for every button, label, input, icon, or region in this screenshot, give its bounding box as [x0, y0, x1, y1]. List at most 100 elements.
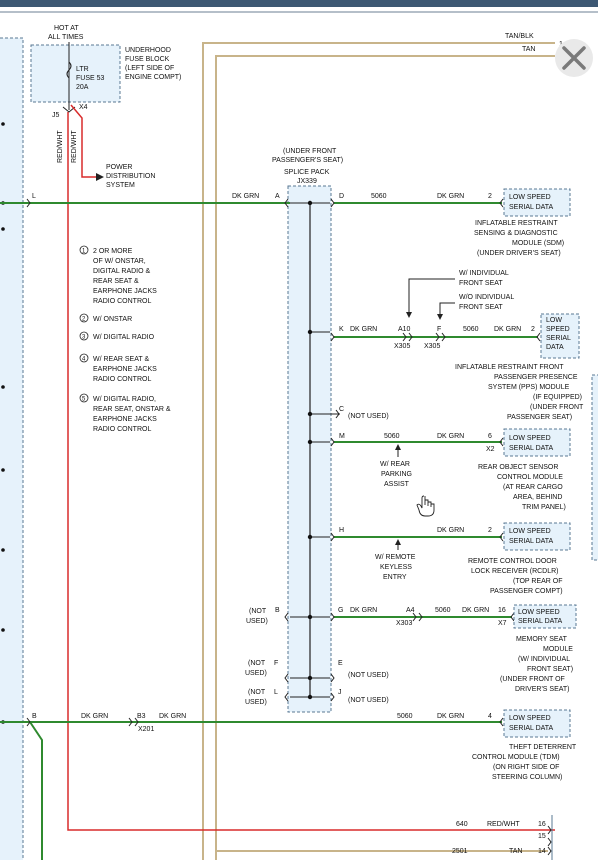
dk-grn-B1: DK GRN — [81, 713, 108, 720]
note-4-number: 4 — [82, 357, 86, 363]
not-used-E: (NOT USED) — [348, 672, 389, 679]
pps-desc-1: INFLATABLE RESTRAINT FRONT — [455, 364, 564, 371]
dk-grn-B3: DK GRN — [437, 713, 464, 720]
underhood-fuse-block — [30, 44, 121, 103]
not-used-B-1: (NOT — [249, 608, 267, 615]
red-wht-main-wire — [67, 112, 555, 831]
tdm-desc-1: THEFT DETERRENT — [509, 744, 577, 751]
rcdlr-lss-box — [503, 522, 571, 551]
keyless-arrow-icon — [395, 539, 401, 545]
close-button[interactable] — [555, 39, 593, 77]
note-2-line-1: W/ ONSTAR — [93, 316, 132, 323]
x4-label: X4 — [79, 104, 88, 111]
fuse-53: FUSE 53 — [76, 75, 105, 82]
tan-blk-label: TAN/BLK — [505, 33, 534, 40]
c5060-M: 5060 — [384, 433, 400, 440]
note-1-line-6: RADIO CONTROL — [93, 298, 151, 305]
pin-F-splice: F — [274, 660, 278, 667]
note-4-line-1: W/ REAR SEAT & — [93, 356, 149, 363]
fuse-20a: 20A — [76, 84, 89, 91]
dk-grn-B2: DK GRN — [159, 713, 186, 720]
fuse-block-title-4: ENGINE COMPT) — [125, 74, 181, 81]
fuse-icon — [66, 61, 72, 79]
individual-leader — [408, 278, 455, 314]
pin-2-pps: 2 — [531, 326, 535, 333]
hot-label-2: ALL TIMES — [48, 34, 84, 41]
conn-f — [435, 332, 446, 342]
not-used-F-1: (NOT — [248, 660, 266, 667]
pps-lss-4: DATA — [546, 344, 564, 351]
rcdlr-lss-1: LOW SPEED — [509, 528, 551, 535]
pps-desc-4: (IF EQUIPPED) — [533, 394, 582, 401]
top-frame-bar — [0, 0, 598, 7]
pps-desc-5: (UNDER FRONT — [530, 404, 584, 411]
rear-lss-2: SERIAL DATA — [509, 445, 554, 452]
individual-2: FRONT SEAT — [459, 280, 503, 287]
pin-16-memory: 16 — [498, 607, 506, 614]
pin-4-tdm: 4 — [488, 713, 492, 720]
sdm-lss-2: SERIAL DATA — [509, 204, 554, 211]
not-used-L-2: USED) — [245, 699, 267, 706]
note-1-line-2: OF W/ ONSTAR, — [93, 258, 146, 265]
pps-lss-1: LOW — [546, 317, 562, 324]
note-5-line-1: W/ DIGITAL RADIO, — [93, 396, 156, 403]
rcdlr-desc-3: (TOP REAR OF — [513, 578, 563, 585]
rcdlr-lss-2: SERIAL DATA — [509, 538, 554, 545]
pps-lss-box — [540, 313, 580, 359]
note-4-marker — [79, 353, 89, 363]
pps-desc-2: PASSENGER PRESENCE — [494, 374, 578, 381]
memory-desc-3: (W/ INDIVIDUAL — [518, 656, 570, 663]
note-3-marker — [79, 331, 89, 341]
note-1-line-3: DIGITAL RADIO & — [93, 268, 151, 275]
conn-F-splice — [284, 673, 289, 683]
rear-park-arrow-icon — [395, 444, 401, 450]
note-3-number: 3 — [82, 335, 86, 341]
note-5-number: 5 — [82, 397, 86, 403]
x303-label: X303 — [396, 620, 412, 627]
x2-label: X2 — [486, 446, 495, 453]
rear-lss-1: LOW SPEED — [509, 435, 551, 442]
fuse-block-title-3: (LEFT SIDE OF — [125, 65, 174, 72]
conn-pps — [536, 332, 541, 342]
note-5-marker — [79, 393, 89, 403]
power-label-1: POWER — [106, 164, 132, 171]
tdm-desc-2: CONTROL MODULE (TDM) — [472, 754, 560, 761]
not-used-L-1: (NOT — [248, 689, 266, 696]
keyless-3: ENTRY — [383, 574, 407, 581]
c5060-D: 5060 — [371, 193, 387, 200]
memory-desc-5: (UNDER FRONT OF — [500, 676, 565, 683]
x7-label: X7 — [498, 620, 507, 627]
conn-b3 — [128, 717, 139, 727]
pin-14-bottom: 14 — [538, 848, 546, 855]
note-1-number: 1 — [82, 249, 86, 255]
note-1-marker — [79, 245, 89, 255]
not-used-J: (NOT USED) — [348, 697, 389, 704]
not-used-B-2: USED) — [246, 618, 268, 625]
wo-individual-2: FRONT SEAT — [459, 304, 503, 311]
rear-desc-2: CONTROL MODULE — [497, 474, 563, 481]
pps-lss-3: SERIAL — [546, 335, 571, 342]
pps-lss-2: SPEED — [546, 326, 570, 333]
rcdlr-desc-1: REMOTE CONTROL DOOR — [468, 558, 557, 565]
conn-B-splice — [284, 612, 289, 622]
memory-lss-box — [513, 604, 577, 629]
memory-desc-2: MODULE — [543, 646, 573, 653]
pin-K: K — [339, 326, 344, 333]
left-module-strip — [0, 37, 24, 865]
pin-6-rear: 6 — [488, 433, 492, 440]
conn-rear — [499, 437, 504, 447]
tdm-lss-box — [503, 709, 571, 738]
close-icon[interactable] — [562, 46, 586, 70]
keyless-1: W/ REMOTE — [375, 554, 416, 561]
conn-a10 — [402, 332, 413, 342]
conn-sdm — [499, 198, 504, 208]
conn-tdm — [499, 717, 504, 727]
x305-b: X305 — [424, 343, 440, 350]
pin-15-bottom: 15 — [538, 833, 546, 840]
right-edge-module — [591, 374, 598, 561]
power-arrow-icon — [96, 173, 104, 181]
pin-L-splice: L — [274, 689, 278, 696]
pps-desc-3: SYSTEM (PPS) MODULE — [488, 384, 570, 391]
note-4-line-3: RADIO CONTROL — [93, 376, 151, 383]
